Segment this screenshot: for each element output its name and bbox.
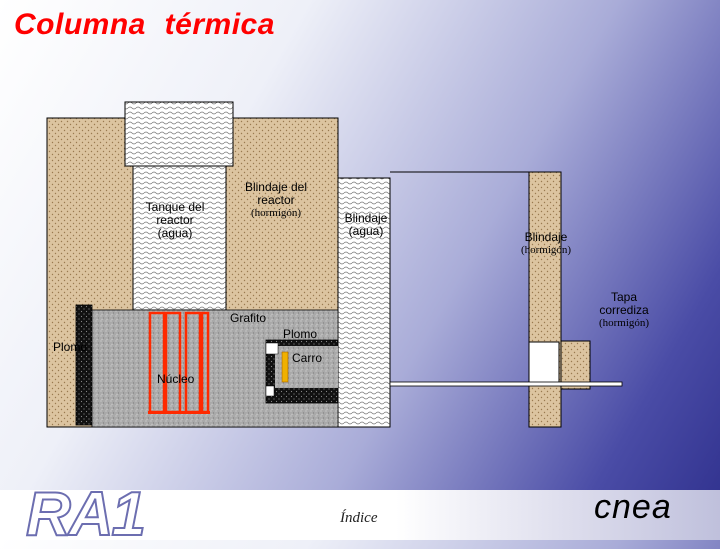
label-core: Núcleo bbox=[157, 372, 195, 386]
reactor-core bbox=[148, 311, 210, 414]
label-reactor-tank: Tanque del reactor (agua) bbox=[145, 200, 205, 240]
sliding-cover-block bbox=[560, 340, 591, 390]
shield-opening bbox=[528, 341, 560, 384]
label-carriage: Carro bbox=[292, 351, 323, 365]
label-right-concrete-shield: Blindaje (hormigón) bbox=[520, 230, 572, 257]
water-shield-column bbox=[337, 177, 391, 428]
carriage-rail bbox=[389, 381, 623, 387]
right-concrete-shield bbox=[528, 171, 562, 428]
label-lead-left: Plomo bbox=[53, 340, 88, 354]
carriage bbox=[281, 351, 289, 383]
page-title: Columna térmica bbox=[14, 8, 275, 41]
lead-wall-left bbox=[75, 304, 93, 426]
label-lead-center: Plomo bbox=[283, 327, 318, 341]
index-link[interactable]: Índice bbox=[340, 510, 378, 526]
label-water-shield: Blindaje (agua) bbox=[344, 211, 388, 238]
reactor-tank-top bbox=[124, 101, 234, 167]
ra1-logo: RA1 bbox=[25, 480, 147, 549]
footer-bar bbox=[0, 490, 720, 540]
label-sliding-cover: Tapa corrediza (hormigón) bbox=[598, 290, 650, 330]
label-graphite: Grafito bbox=[230, 311, 267, 325]
lead-white-notch-lower bbox=[265, 385, 275, 397]
label-reactor-concrete-shield: Blindaje del reactor (hormigón) bbox=[244, 180, 308, 220]
lead-white-notch bbox=[265, 342, 279, 355]
cnea-logo: cnea bbox=[594, 488, 672, 526]
